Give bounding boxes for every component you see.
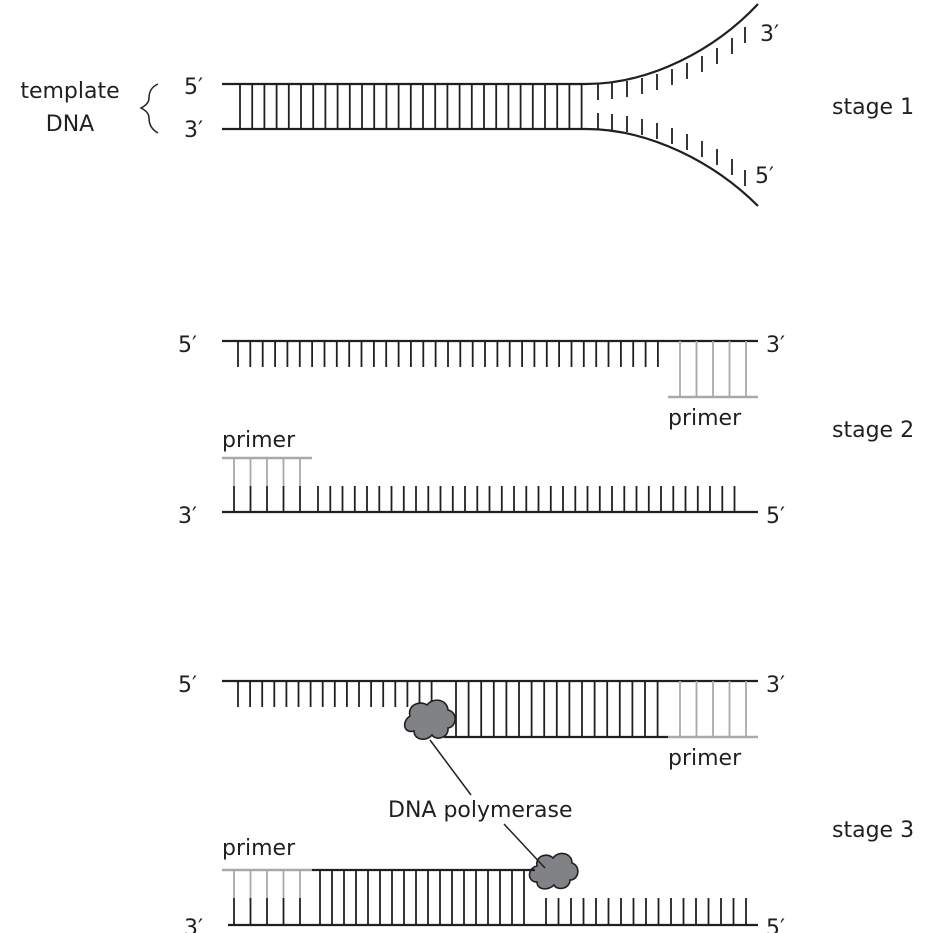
stage2-primer1-bases	[679, 341, 747, 397]
dna-polymerase-label: DNA polymerase	[388, 798, 573, 823]
stage3-bottom-3prime-label: 3′	[184, 916, 203, 933]
template-brace	[139, 83, 159, 134]
stage-3-label: stage 3	[832, 818, 914, 843]
stage1-top-5prime-label: 5′	[184, 75, 203, 100]
stage2-primer1-label: primer	[668, 406, 742, 431]
stage2-bottom-5prime-label: 5′	[766, 504, 785, 529]
stage3-top-3prime-label: 3′	[766, 673, 785, 698]
stage1-bottom-3prime-label: 3′	[184, 118, 203, 143]
polymerase-pointer-top	[429, 739, 472, 796]
stage3-primer2-label: primer	[222, 836, 296, 861]
stage3-bottom-bases	[319, 870, 747, 925]
stage-1: template DNA 5′ 3′ 3′ 5′ stage 1	[20, 3, 914, 207]
stage3-top-bases	[237, 681, 659, 737]
stage1-bottom-strand-fork	[585, 127, 759, 207]
stage2-bottom-3prime-label: 3′	[178, 504, 197, 529]
stage3-bottom-5prime-label: 5′	[766, 916, 785, 933]
stage2-top-bases	[237, 341, 659, 367]
stage3-primer1-label: primer	[668, 746, 742, 771]
stage2-primer2-bases	[233, 458, 301, 512]
stage3-primer2-bases	[233, 870, 301, 925]
stage2-primer2-label: primer	[222, 428, 296, 453]
stage2-bottom-bases	[317, 486, 736, 512]
template-label-line1: template	[20, 79, 119, 104]
stage2-top-5prime-label: 5′	[178, 333, 197, 358]
stage1-fork-bases	[597, 27, 746, 186]
dna-polymerase-icon-top	[403, 699, 456, 740]
stage2-top-3prime-label: 3′	[766, 333, 785, 358]
template-label-line2: DNA	[46, 112, 94, 137]
stage3-primer1-bases	[679, 681, 747, 737]
stage3-top-5prime-label: 5′	[178, 673, 197, 698]
stage1-base-pairs	[239, 84, 583, 129]
stage-2: 5′ 3′ primer primer 3′ 5′ stage 2	[178, 333, 914, 529]
stage1-top-3prime-label: 3′	[760, 22, 779, 47]
stage1-top-strand-fork	[585, 3, 759, 86]
dna-polymerase-icon-bottom	[528, 852, 579, 890]
stage1-bottom-5prime-label: 5′	[755, 164, 774, 189]
stage-3: 5′ 3′ primer DNA polymerase primer 3′ 5′…	[178, 673, 914, 933]
stage-1-label: stage 1	[832, 95, 914, 120]
stage-2-label: stage 2	[832, 418, 914, 443]
polymerase-pointer-bottom	[503, 823, 546, 869]
